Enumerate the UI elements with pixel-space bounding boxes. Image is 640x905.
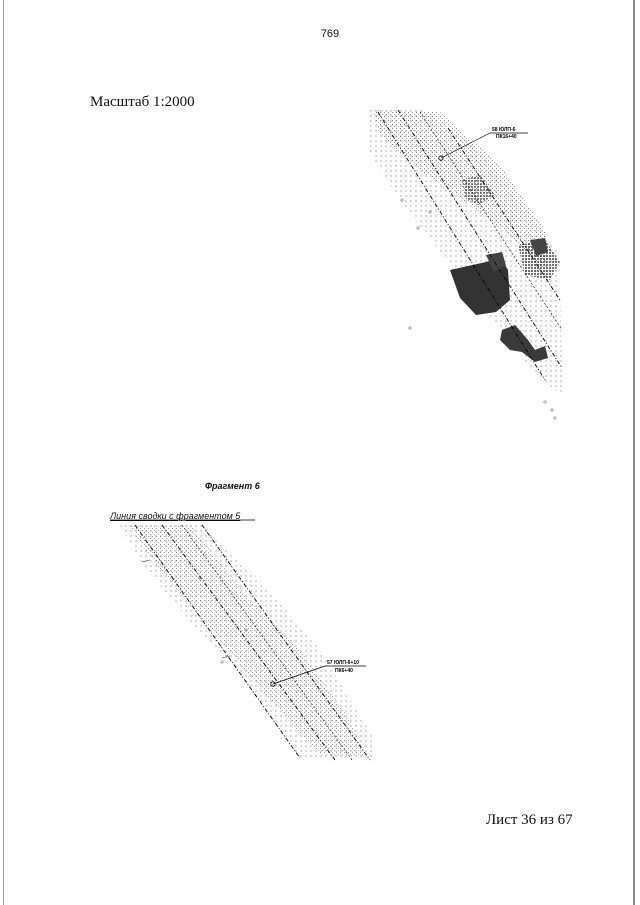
row-boundary-line	[134, 524, 301, 759]
point-label-top: 58 ЮЛП-6	[492, 127, 516, 133]
vegetation-area-top	[372, 110, 548, 275]
dark-area-3	[530, 238, 548, 256]
leader-line	[272, 665, 326, 685]
fragment-title: Фрагмент 6	[205, 481, 260, 491]
point-sublabel-bottom: ПК6+40	[335, 668, 353, 674]
row-boundary-line	[397, 109, 563, 369]
leader-line	[440, 132, 491, 159]
page-edge-right	[633, 0, 635, 905]
sheet-number: Лист 36 из 67	[486, 812, 573, 828]
axis-line	[419, 111, 563, 331]
survey-point-icon	[438, 155, 444, 161]
map-fragment-top: 58 ЮЛП-6 ПК16+40	[368, 108, 563, 420]
point-sublabel-top: ПК16+40	[496, 134, 517, 140]
dark-area-4	[500, 325, 548, 362]
row-boundary-line	[447, 127, 561, 301]
survey-point-icon	[270, 681, 276, 687]
row-boundary-line	[161, 524, 336, 761]
vegetation-area-bottom	[128, 525, 365, 755]
dark-area-1	[450, 258, 510, 315]
page-number: 769	[320, 28, 340, 40]
row-boundary-line	[201, 524, 371, 761]
forest-patch-1	[462, 175, 495, 205]
map-fragment-bottom: 57 ЮЛП-6+10 ПК6+40	[110, 519, 375, 761]
scale-label: Масштаб 1:2000	[90, 94, 195, 110]
junction-line-label: Линия сводки с фрагментом 5	[110, 511, 241, 521]
row-boundary-line	[377, 111, 546, 381]
point-label-bottom: 57 ЮЛП-6+10	[327, 660, 359, 666]
axis-line	[181, 524, 353, 761]
page-edge-left	[3, 0, 4, 905]
forest-patch-2	[518, 240, 560, 280]
